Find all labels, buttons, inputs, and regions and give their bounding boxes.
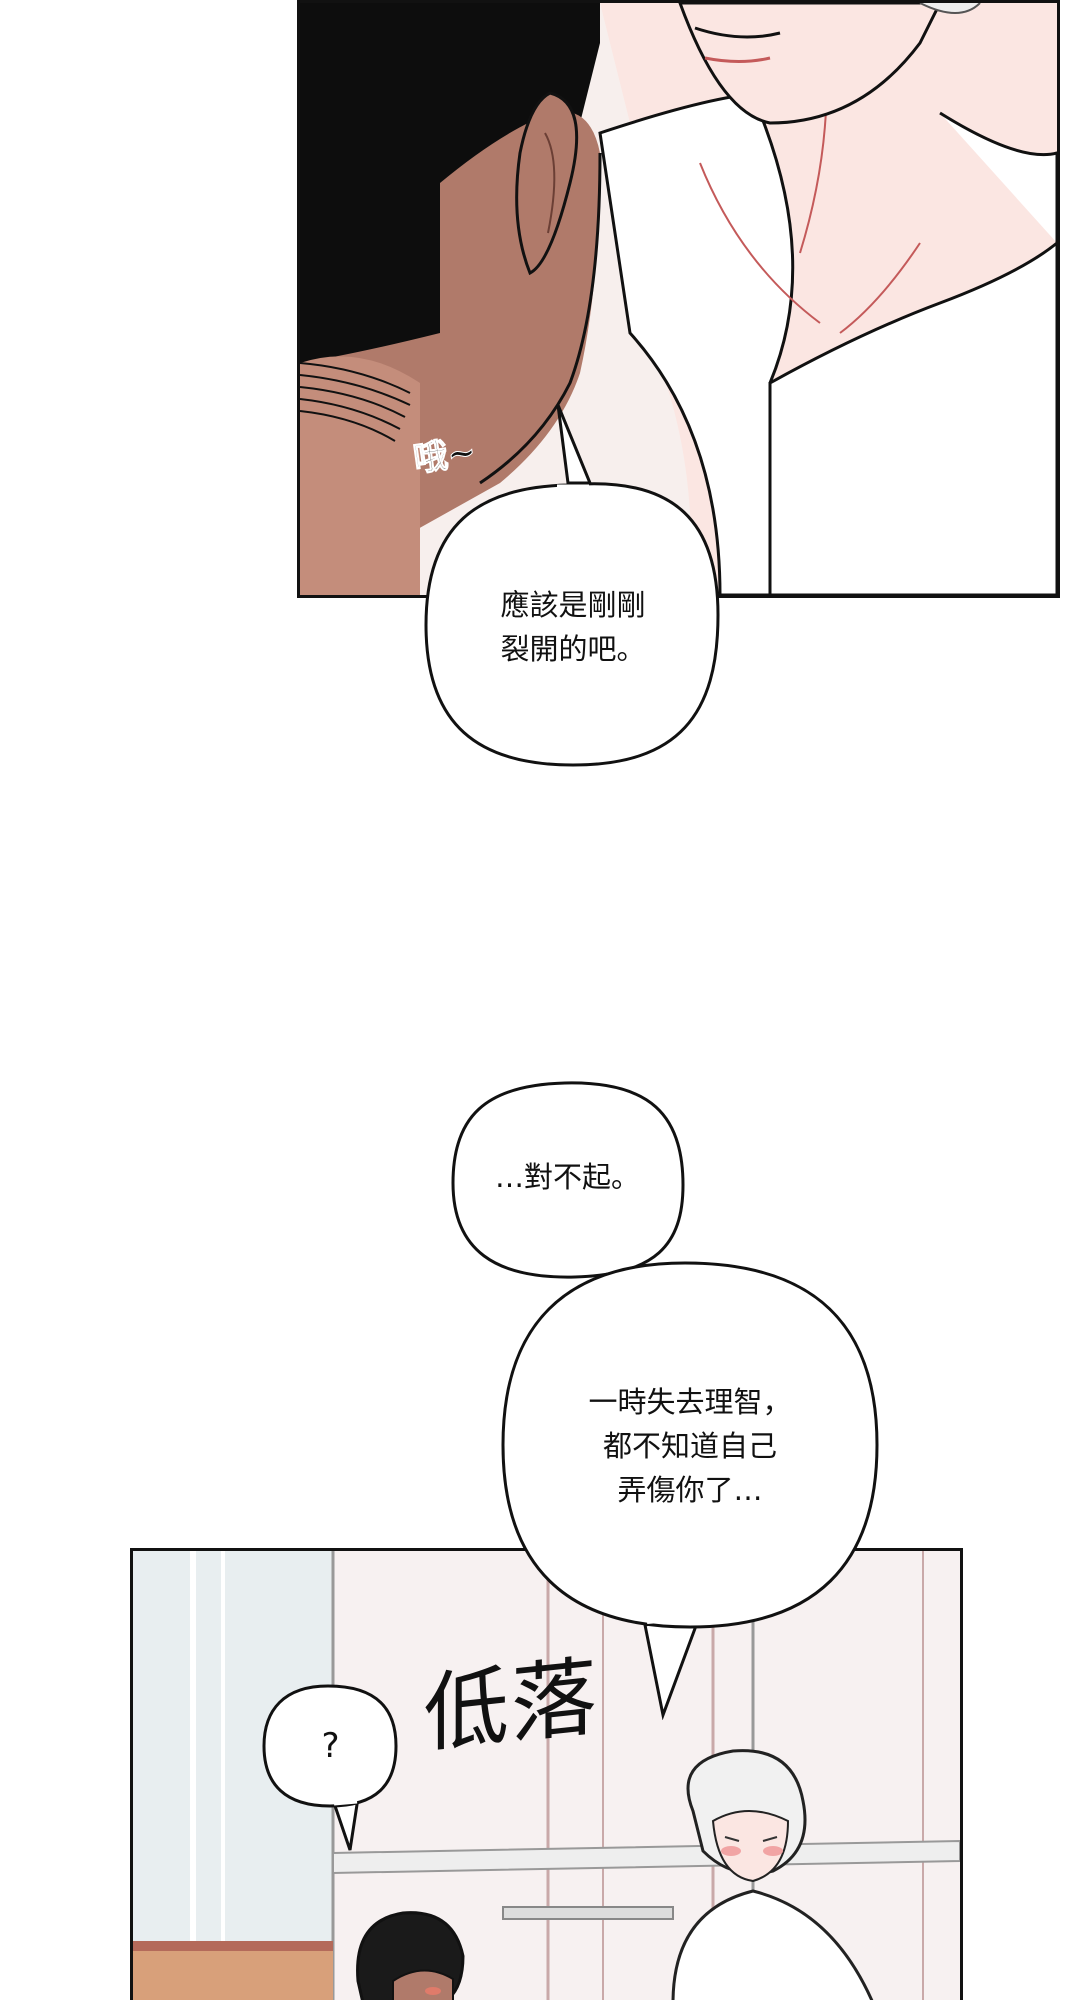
speech-bubble-1-text: 應該是剛剛 裂開的吧。 <box>418 583 728 671</box>
speech-bubble-3-text: 一時失去理智， 都不知道自己 弄傷你了… <box>495 1380 885 1512</box>
bubble-3-line-1: 一時失去理智， <box>588 1385 792 1419</box>
speech-bubble-2-text: …對不起。 <box>445 1155 690 1199</box>
speech-bubble-3: 一時失去理智， 都不知道自己 弄傷你了… <box>495 1255 885 1720</box>
bubble-1-line-1: 應該是剛剛 <box>500 588 646 622</box>
bubble-1-line-2: 裂開的吧。 <box>500 632 646 666</box>
speech-bubble-4-shape <box>262 1684 398 1851</box>
panel-top-illustration <box>300 3 1057 595</box>
bubble-2-line-1: …對不起。 <box>494 1160 640 1194</box>
speech-bubble-3-shape <box>501 1261 879 1720</box>
speech-bubble-2: …對不起。 <box>445 1075 690 1285</box>
bubble-3-line-3: 弄傷你了… <box>617 1473 763 1507</box>
comic-panel-top: 哦~ <box>297 0 1060 598</box>
speech-bubble-2-shape <box>451 1081 685 1279</box>
speech-bubble-4: ? <box>258 1680 403 1855</box>
speech-bubble-4-text: ? <box>258 1724 403 1768</box>
bubble-3-line-2: 都不知道自己 <box>602 1429 777 1463</box>
bubble-4-line-1: ? <box>321 1726 340 1766</box>
speech-bubble-1-shape <box>424 404 720 767</box>
speech-bubble-1: 應該是剛剛 裂開的吧。 <box>418 395 728 775</box>
